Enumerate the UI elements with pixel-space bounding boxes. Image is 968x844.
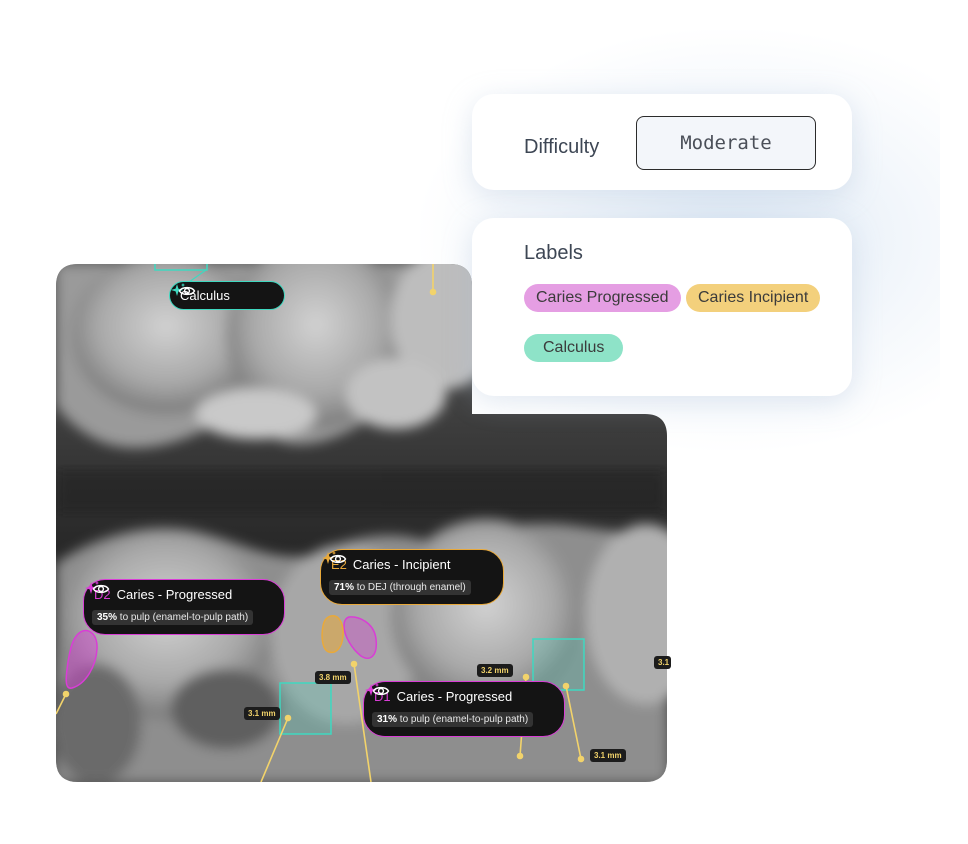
annotation-code: E2 — [331, 556, 347, 572]
annotation-code: D1 — [374, 688, 391, 704]
label-chip-calculus[interactable]: Calculus — [524, 334, 624, 362]
difficulty-card: Difficulty Moderate — [472, 94, 852, 190]
annotation-tag-d2[interactable]: D2 Caries - Progressed 35% to pulp (enam… — [83, 579, 285, 635]
sparkle-icon — [365, 683, 379, 696]
caries-region-e2[interactable] — [321, 615, 344, 654]
eye-icon[interactable] — [329, 550, 347, 568]
measurement-label: 3.2 mm — [477, 664, 513, 677]
annotation-metric: 31% to pulp (enamel-to-pulp path) — [372, 712, 534, 727]
labels-card: Labels Caries Progressed Caries Incipien… — [472, 218, 852, 396]
difficulty-field[interactable]: Moderate — [636, 116, 816, 170]
eye-icon[interactable] — [92, 580, 110, 598]
annotation-tag-e2[interactable]: E2 Caries - Incipient 71% to DEJ (throug… — [320, 549, 504, 605]
annotation-code: D2 — [94, 586, 111, 602]
label-chip-caries-progressed[interactable]: Caries Progressed — [524, 284, 681, 312]
annotation-name: Caries - Progressed — [116, 586, 233, 602]
measurement-label: 3.1 mm — [244, 707, 280, 720]
measurement-label: 3.8 mm — [315, 671, 351, 684]
caries-region-d2[interactable] — [65, 629, 98, 689]
sparkle-icon — [85, 581, 99, 594]
annotation-metric: 71% to DEJ (through enamel) — [329, 580, 471, 595]
sparkle-icon — [322, 551, 336, 564]
annotation-name: Calculus — [180, 288, 230, 303]
measurement-label: 3.1 — [654, 656, 672, 669]
sparkle-icon — [171, 283, 185, 296]
calculus-box-top[interactable] — [154, 264, 208, 271]
annotation-name: Caries - Incipient — [352, 556, 451, 572]
calculus-box-left[interactable] — [279, 682, 332, 735]
annotation-metric: 35% to pulp (enamel-to-pulp path) — [92, 610, 254, 625]
annotation-tag-calculus[interactable]: Calculus — [169, 281, 285, 310]
measurement-label: 3.1 mm — [590, 749, 626, 762]
eye-icon[interactable] — [372, 682, 390, 700]
labels-title: Labels — [524, 242, 583, 264]
label-chip-caries-incipient[interactable]: Caries Incipient — [686, 284, 821, 312]
difficulty-label: Difficulty — [524, 136, 600, 158]
annotation-tag-d1[interactable]: D1 Caries - Progressed 31% to pulp (enam… — [363, 681, 565, 737]
caries-region-d1[interactable] — [343, 616, 378, 660]
annotation-name: Caries - Progressed — [396, 688, 513, 704]
eye-icon[interactable] — [178, 282, 196, 300]
